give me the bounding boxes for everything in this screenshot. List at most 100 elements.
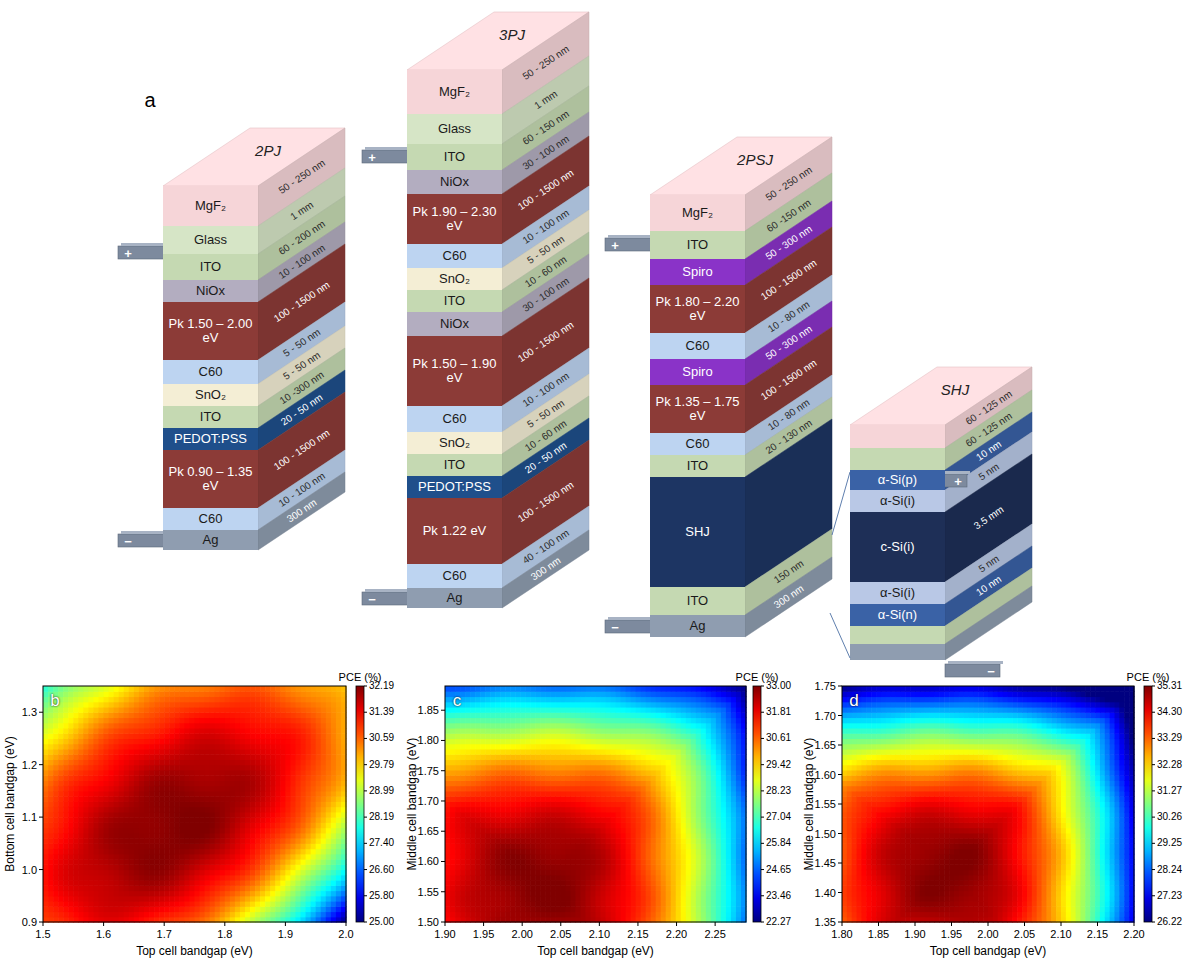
tick-label: 1.95 [473,929,494,940]
layer-box: ITO60 -150 nm [650,231,745,259]
layer-label: α-Si(i) [880,586,915,600]
tick-label: 1.7 [157,929,172,940]
terminal-sign: + [611,238,619,251]
layer-box: SnO₂5 - 50 nm [407,268,502,290]
terminal-sign: − [124,534,132,547]
tick-label: 2.20 [666,929,687,940]
colorbar-tick: 25.00 [369,917,394,927]
colorbar-tick: 27.23 [1157,891,1182,901]
layer-front [850,644,945,660]
layer-label: SnO₂ [439,272,470,286]
colorbar-tick: 31.39 [369,707,394,717]
layer-box: Pk 1.80 – 2.20 eV100 - 1500 nm [650,285,745,333]
colorbar [1144,686,1152,922]
layer-label: Pk 0.90 – 1.35 eV [166,465,255,494]
electrode-tab [945,664,1000,677]
tick-label: 2.05 [550,929,571,940]
layer-label: SnO₂ [439,436,470,450]
layer-box: C6010 - 100 nm [407,406,502,432]
layer-label: ITO [687,459,708,473]
thickness-label: 100 - 1500 nm [759,358,818,402]
layer-box: Pk 0.90 – 1.35 eV100 - 1500 nm [163,450,258,508]
layer-label: Ag [690,619,706,633]
layer-label: Ag [447,591,463,605]
tick-label: 1.90 [904,929,925,940]
axis-title: Bottom cell bandgap (eV) [4,736,16,871]
layer-box: Pk 1.22 eV100 - 1500 nm [407,498,502,564]
layer-label: C60 [443,412,467,426]
layer-label: PEDOT:PSS [174,432,247,446]
thickness-label: 100 - 1500 nm [759,258,818,302]
thickness-label: 100 - 1500 nm [516,168,575,212]
axis-title: Top cell bandgap (eV) [537,945,654,957]
terminal-sign: − [368,592,376,605]
layer-box: Spiro50 - 300 nm [650,259,745,285]
layer-box: C605 - 50 nm [163,360,258,384]
stack-title: 2PSJ [737,152,773,167]
layer-box: SHJ [650,477,745,587]
layer-box: ITO60 - 200 nm [163,254,258,280]
colorbar-tick: 31.81 [766,707,791,717]
layer-label: ITO [444,150,465,164]
panel-letter: d [849,692,858,709]
colorbar-tick: 24.65 [766,865,791,875]
tick-label: 2.00 [511,929,532,940]
layer-box: C6010 - 80 nm [650,433,745,455]
layer-box: α-Si(p)10 nm [850,470,945,490]
layer-label: Pk 1.35 – 1.75 eV [653,395,742,424]
tick-label: 2.10 [589,929,610,940]
colorbar-tick: 35.31 [1157,681,1182,691]
layer-box: ITO10 - 60 nm [407,290,502,312]
layer-label: NiOx [440,175,469,189]
layer-label: Pk 1.50 – 2.00 eV [166,317,255,346]
tick-label: 1.55 [418,886,439,897]
colorbar-tick: 27.04 [766,812,791,822]
tick-label: 1.1 [22,812,37,823]
thickness-label: 5 nm [976,462,1000,483]
thickness-label: 40 - 100 nm [521,528,571,566]
layer-label: NiOx [440,317,469,331]
panel-letter: b [50,692,59,709]
layer-label: c-Si(i) [881,540,915,554]
axis-title: Middle cell bandgap (eV) [406,738,418,871]
tick-label: 1.85 [418,705,439,716]
layer-label: α-Si(n) [878,608,917,622]
layer-label: Spiro [682,365,712,379]
terminal-sign: + [124,246,132,259]
colorbar-tick: 30.26 [1157,812,1182,822]
colorbar-tick: 28.19 [369,812,394,822]
colorbar-tick: 30.61 [766,733,791,743]
layer-label: Pk 1.50 – 1.90 eV [410,357,499,386]
layer-label: Pk 1.90 – 2.30 eV [410,205,499,234]
layer-box: PEDOT:PSS20 - 50 nm [163,428,258,450]
layer-box: SnO₂5 - 50 nm [407,432,502,454]
layer-box: ITO150 nm [650,587,745,615]
axis-title: Top cell bandgap (eV) [930,945,1047,957]
stack-title: SHJ [941,382,969,397]
thickness-label: 300 nm [772,584,805,611]
tick-label: 1.55 [815,799,836,810]
tick-label: 1.40 [815,887,836,898]
colorbar-tick: 25.84 [766,838,791,848]
stack-title: 3PJ [499,27,525,42]
tick-label: 1.75 [418,765,439,776]
layer-label: ITO [200,260,221,274]
tick-label: 1.50 [815,828,836,839]
layer-label: C60 [443,249,467,263]
layer-box: C6010 - 80 nm [650,333,745,359]
thickness-label: 150 nm [772,559,805,586]
layer-label: C60 [443,569,467,583]
electrode-tab [118,534,165,547]
side-face [945,586,1032,660]
thickness-label: 100 - 1500 nm [516,320,575,364]
electrode-tab [118,246,165,259]
tick-label: 1.70 [815,710,836,721]
tick-label: 1.75 [815,681,836,692]
colorbar-tick: 34.30 [1157,707,1182,717]
tick-label: 1.3 [22,707,37,718]
tick-label: 1.70 [418,795,439,806]
layer-box: Pk 1.50 – 1.90 eV100 - 1500 nm [407,336,502,406]
tick-label: 1.2 [22,759,37,770]
layer-box: c-Si(i)3.5 mm [850,512,945,582]
thickness-label: 100 - 1500 nm [272,280,331,324]
